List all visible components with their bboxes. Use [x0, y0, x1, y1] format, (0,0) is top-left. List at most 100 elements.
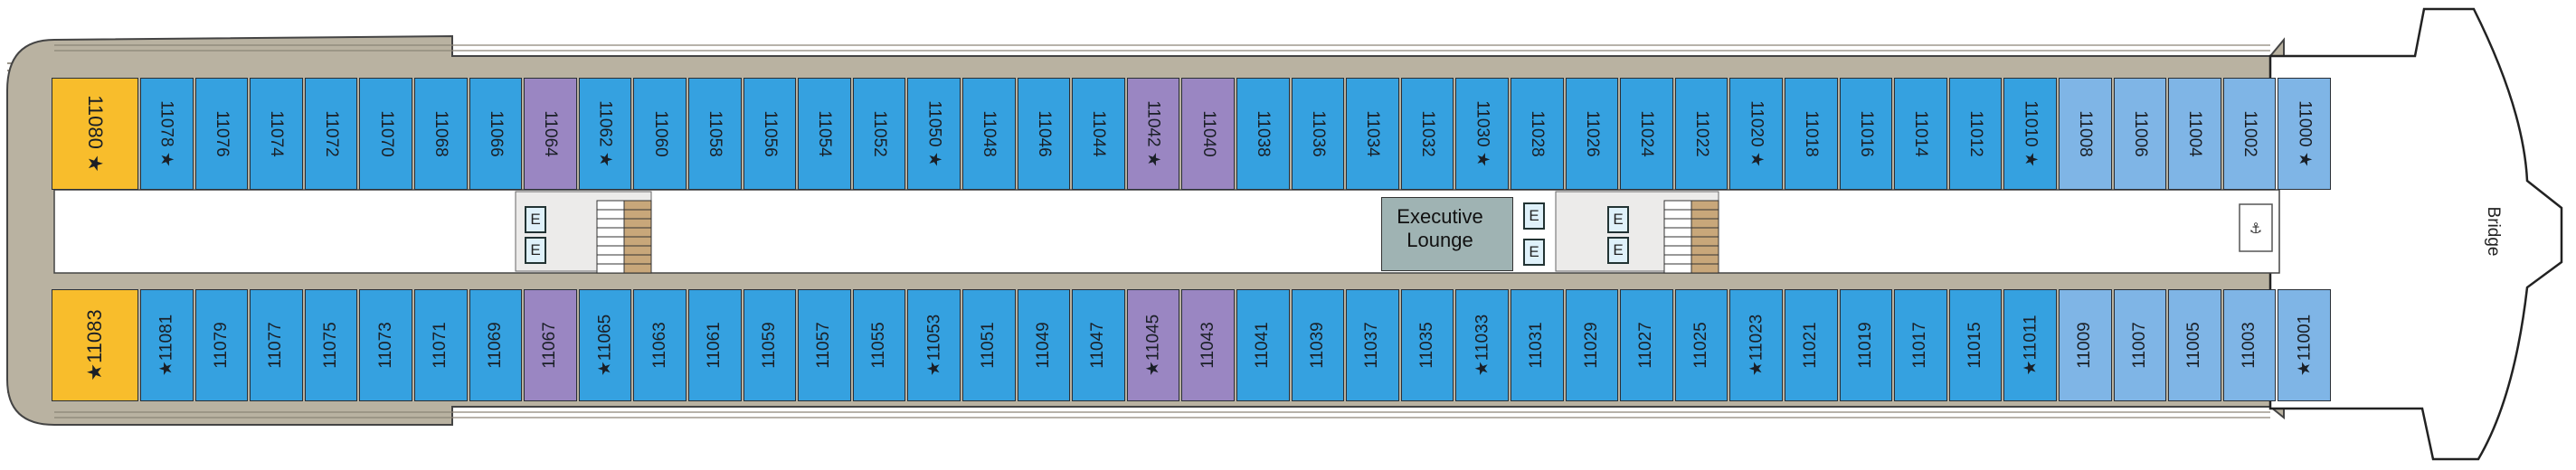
- cabin-number: 11052: [870, 110, 890, 157]
- cabin-number: 11067: [540, 322, 560, 369]
- cabin-top[interactable]: 11022: [1674, 78, 1728, 190]
- cabin-top[interactable]: 11030 ★: [1455, 78, 1509, 190]
- cabin-top[interactable]: 11074: [250, 78, 303, 190]
- cabin-bottom[interactable]: 11025: [1674, 289, 1728, 401]
- cabin-bottom[interactable]: 11061: [688, 289, 742, 401]
- stairs-fwd: [1663, 200, 1719, 274]
- cabin-number: 11010 ★: [2021, 100, 2041, 167]
- cabin-bottom[interactable]: 11043: [1181, 289, 1235, 401]
- cabin-top[interactable]: 11056: [743, 78, 797, 190]
- cabin-bottom[interactable]: 11037: [1346, 289, 1399, 401]
- cabin-top[interactable]: 11024: [1620, 78, 1673, 190]
- cabin-top[interactable]: 11032: [1400, 78, 1454, 190]
- cabin-number: 11077: [266, 322, 286, 369]
- cabin-bottom[interactable]: ★11065: [578, 289, 632, 401]
- cabin-bottom[interactable]: 11019: [1839, 289, 1893, 401]
- cabin-bottom[interactable]: ★11081: [140, 289, 194, 401]
- cabin-top[interactable]: 11076: [194, 78, 249, 190]
- cabin-bottom[interactable]: ★11083: [52, 289, 138, 401]
- cabin-number: ★11033: [1473, 314, 1492, 377]
- cabin-number: ★11011: [2021, 315, 2041, 376]
- cabin-bottom[interactable]: 11067: [524, 289, 577, 401]
- cabin-bottom[interactable]: 11075: [304, 289, 358, 401]
- cabin-top[interactable]: 11080 ★: [52, 78, 138, 190]
- cabin-top[interactable]: 11062 ★: [578, 78, 632, 190]
- cabin-top[interactable]: 11068: [414, 78, 468, 190]
- cabin-top[interactable]: 11010 ★: [2003, 78, 2057, 190]
- cabin-bottom[interactable]: ★11033: [1455, 289, 1509, 401]
- cabin-number: 11075: [321, 322, 341, 369]
- cabin-bottom[interactable]: 11049: [1017, 289, 1071, 401]
- cabin-top[interactable]: 11042 ★: [1126, 78, 1180, 190]
- cabin-bottom[interactable]: 11015: [1948, 289, 2003, 401]
- cabin-number: 11062 ★: [595, 100, 615, 167]
- cabin-number: 11070: [376, 110, 396, 157]
- cabin-number: 11006: [2130, 110, 2150, 157]
- cabin-bottom[interactable]: 11079: [194, 289, 249, 401]
- cabin-top[interactable]: 11078 ★: [140, 78, 194, 190]
- cabin-top[interactable]: 11018: [1785, 78, 1838, 190]
- cabin-top[interactable]: 11020 ★: [1729, 78, 1783, 190]
- cabin-number: 11031: [1527, 322, 1547, 369]
- cabin-top[interactable]: 11070: [359, 78, 412, 190]
- cabin-top[interactable]: 11058: [688, 78, 742, 190]
- anchor-symbol-box: [2239, 203, 2273, 252]
- cabin-top[interactable]: 11066: [469, 78, 523, 190]
- cabin-top[interactable]: 11046: [1017, 78, 1071, 190]
- cabin-bottom[interactable]: ★11023: [1729, 289, 1783, 401]
- cabin-bottom[interactable]: 11057: [798, 289, 851, 401]
- cabin-bottom[interactable]: 11059: [743, 289, 797, 401]
- cabin-bottom[interactable]: 11029: [1565, 289, 1619, 401]
- cabin-bottom[interactable]: 11009: [2059, 289, 2112, 401]
- cabin-top[interactable]: 11072: [304, 78, 358, 190]
- cabin-top[interactable]: 11064: [524, 78, 577, 190]
- cabin-bottom[interactable]: 11017: [1894, 289, 1947, 401]
- cabin-top[interactable]: 11040: [1181, 78, 1235, 190]
- cabin-top[interactable]: 11014: [1894, 78, 1947, 190]
- cabin-top[interactable]: 11060: [633, 78, 687, 190]
- cabin-bottom[interactable]: 11035: [1400, 289, 1454, 401]
- cabin-bottom[interactable]: 11051: [962, 289, 1016, 401]
- cabin-bottom[interactable]: 11073: [359, 289, 412, 401]
- cabin-bottom[interactable]: 11063: [633, 289, 687, 401]
- cabin-top[interactable]: 11006: [2113, 78, 2167, 190]
- cabin-top[interactable]: 11050 ★: [907, 78, 961, 190]
- cabin-top[interactable]: 11048: [962, 78, 1016, 190]
- cabin-number: 11028: [1528, 110, 1548, 157]
- cabin-bottom[interactable]: 11055: [852, 289, 906, 401]
- cabin-top[interactable]: 11026: [1565, 78, 1619, 190]
- cabin-bottom[interactable]: 11069: [469, 289, 523, 401]
- cabin-top[interactable]: 11034: [1346, 78, 1399, 190]
- cabin-bottom[interactable]: 11071: [414, 289, 468, 401]
- cabin-top[interactable]: 11002: [2222, 78, 2277, 190]
- cabin-bottom[interactable]: ★11011: [2003, 289, 2057, 401]
- executive-lounge[interactable]: Executive Lounge: [1381, 197, 1513, 271]
- cabin-top[interactable]: 11012: [1948, 78, 2003, 190]
- cabin-bottom[interactable]: 11027: [1620, 289, 1673, 401]
- cabin-bottom[interactable]: ★11001: [2278, 289, 2331, 401]
- cabin-bottom[interactable]: 11041: [1236, 289, 1290, 401]
- cabin-bottom[interactable]: 11007: [2113, 289, 2167, 401]
- cabin-bottom[interactable]: ★11053: [907, 289, 961, 401]
- cabin-top[interactable]: 11000 ★: [2278, 78, 2331, 190]
- cabin-bottom[interactable]: 11039: [1291, 289, 1345, 401]
- cabin-number: 11040: [1198, 110, 1218, 157]
- cabin-top[interactable]: 11008: [2059, 78, 2112, 190]
- elevator-icon: E: [525, 206, 546, 233]
- cabin-bottom[interactable]: ★11045: [1126, 289, 1180, 401]
- cabin-bottom[interactable]: 11031: [1511, 289, 1564, 401]
- cabin-top[interactable]: 11044: [1072, 78, 1125, 190]
- cabin-bottom[interactable]: 11047: [1072, 289, 1125, 401]
- bow-bridge: [2268, 7, 2563, 461]
- cabin-top[interactable]: 11028: [1511, 78, 1564, 190]
- cabin-top[interactable]: 11054: [798, 78, 851, 190]
- cabin-bottom[interactable]: 11021: [1785, 289, 1838, 401]
- cabin-top[interactable]: 11004: [2168, 78, 2221, 190]
- cabin-top[interactable]: 11052: [852, 78, 906, 190]
- cabin-top[interactable]: 11016: [1839, 78, 1893, 190]
- cabin-bottom[interactable]: 11005: [2168, 289, 2221, 401]
- cabin-bottom[interactable]: 11077: [250, 289, 303, 401]
- cabin-bottom[interactable]: 11003: [2222, 289, 2277, 401]
- cabin-top[interactable]: 11038: [1236, 78, 1290, 190]
- cabin-top[interactable]: 11036: [1291, 78, 1345, 190]
